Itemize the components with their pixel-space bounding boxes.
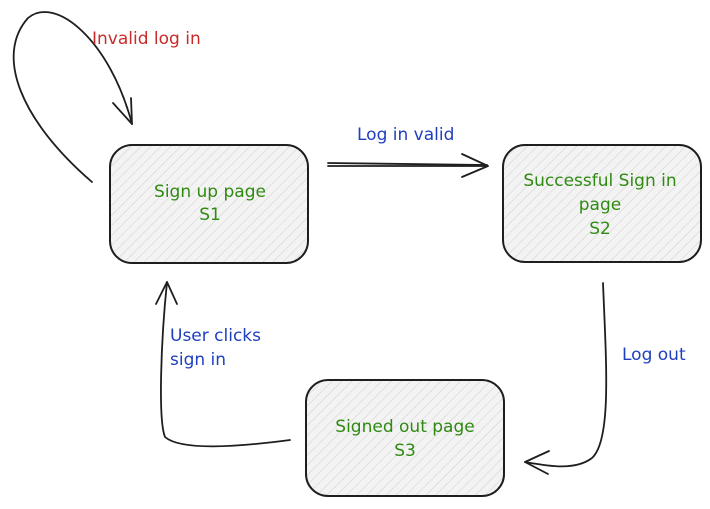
edge-s1-s2-line (327, 162, 488, 166)
edge-log-out[interactable]: Log out (524, 282, 686, 475)
edge-s1-s2-label: Log in valid (357, 125, 454, 145)
edge-s3-s1-line (160, 281, 291, 448)
edge-s3-s1-label-line1: User clicks (170, 326, 261, 346)
edge-s3-s1-label-line2: sign in (170, 350, 226, 370)
node-s3-title: Signed out page (335, 417, 474, 437)
edge-s3-s1-arrowhead (155, 281, 178, 305)
edge-log-in-valid[interactable]: Log in valid (327, 125, 489, 178)
edge-user-clicks-sign-in[interactable]: User clicks sign in (155, 281, 291, 448)
edge-s2-s3-label: Log out (622, 345, 686, 365)
edge-self-loop-arrowhead (112, 97, 133, 125)
edge-self-loop-label: Invalid log in (92, 29, 201, 49)
node-signed-out-page[interactable]: Signed out page S3 (305, 379, 505, 497)
node-s3-box (305, 379, 505, 497)
node-s2-subtitle: page (579, 195, 621, 215)
edge-s2-s3-line (524, 282, 608, 468)
node-sign-up-page[interactable]: Sign up page S1 (109, 144, 309, 264)
node-s1-title: Sign up page (154, 182, 266, 202)
node-s2-id: S2 (589, 219, 611, 239)
node-s1-box (109, 144, 309, 264)
edge-invalid-log-in[interactable]: Invalid log in (12, 11, 201, 183)
edge-self-loop-line (12, 11, 133, 183)
node-s2-box (502, 144, 702, 263)
node-successful-sign-in-page[interactable]: Successful Sign in page S2 (502, 144, 702, 263)
node-s2-title: Successful Sign in (523, 171, 676, 191)
node-s3-id: S3 (394, 441, 416, 461)
node-s1-id: S1 (199, 205, 221, 225)
edge-s2-s3-arrowhead (524, 450, 550, 475)
edge-s1-s2-arrowhead (461, 153, 489, 178)
